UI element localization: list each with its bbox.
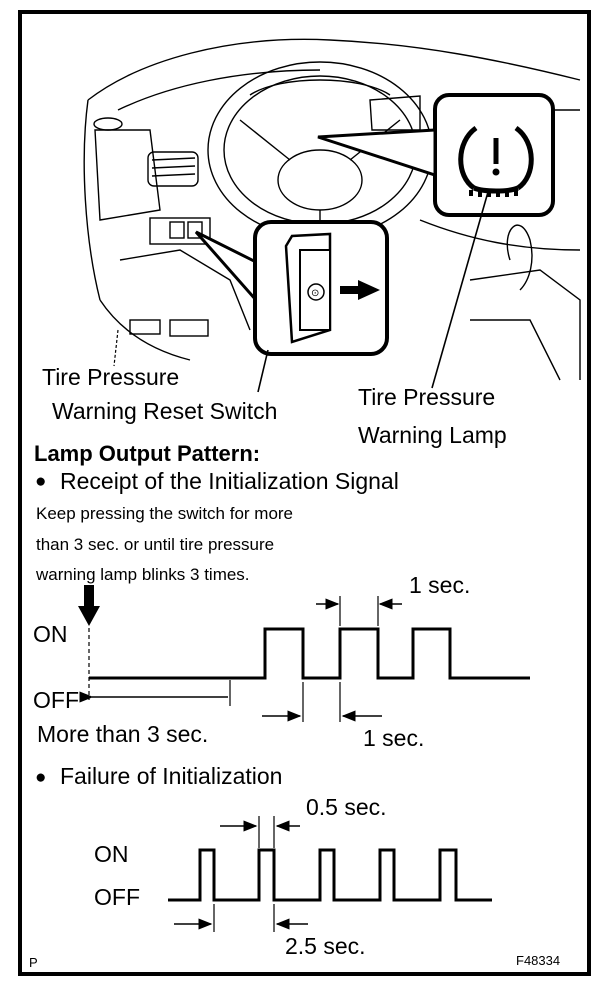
- init-gap-width-label: 1 sec.: [363, 725, 425, 751]
- reset-switch-label-line2: Warning Reset Switch: [52, 398, 278, 424]
- failure-off-label: OFF: [94, 884, 140, 910]
- lamp-inset: [317, 93, 555, 217]
- init-note-line3: warning lamp blinks 3 times.: [36, 565, 250, 584]
- dashboard-illustration: ⊙: [83, 38, 581, 393]
- section-title: Lamp Output Pattern:: [34, 441, 261, 466]
- reset-switch-inset: ⊙: [194, 220, 389, 356]
- init-hold-label: More than 3 sec.: [37, 721, 209, 747]
- failure-waveform: [168, 848, 492, 902]
- press-down-arrow-icon: [78, 585, 100, 626]
- init-title: Receipt of the Initialization Signal: [60, 468, 399, 494]
- tire-pressure-warning-icon: [458, 125, 534, 194]
- failure-title: Failure of Initialization: [60, 763, 283, 789]
- init-timing-chart: [78, 585, 530, 722]
- svg-text:⊙: ⊙: [311, 288, 319, 299]
- init-pulse-width-label: 1 sec.: [409, 572, 471, 598]
- failure-bullet: ●: [35, 767, 47, 788]
- warning-lamp-label-line2: Warning Lamp: [358, 422, 507, 448]
- failure-pulse-width-label: 0.5 sec.: [306, 794, 387, 820]
- failure-period-label: 2.5 sec.: [285, 933, 366, 959]
- init-on-label: ON: [33, 621, 68, 647]
- figure-code: F48334: [516, 953, 561, 968]
- failure-timing-chart: [168, 816, 492, 932]
- reset-switch-label-line1: Tire Pressure: [42, 364, 180, 390]
- footer-left: P: [29, 955, 38, 970]
- init-off-label: OFF: [33, 687, 79, 713]
- init-bullet: ●: [35, 471, 47, 492]
- press-arrow-icon: [340, 280, 380, 300]
- init-note-line2: than 3 sec. or until tire pressure: [36, 535, 275, 554]
- failure-on-label: ON: [94, 841, 129, 867]
- init-waveform: [89, 627, 530, 680]
- init-note-line1: Keep pressing the switch for more: [36, 504, 294, 523]
- warning-lamp-label-line1: Tire Pressure: [358, 384, 496, 410]
